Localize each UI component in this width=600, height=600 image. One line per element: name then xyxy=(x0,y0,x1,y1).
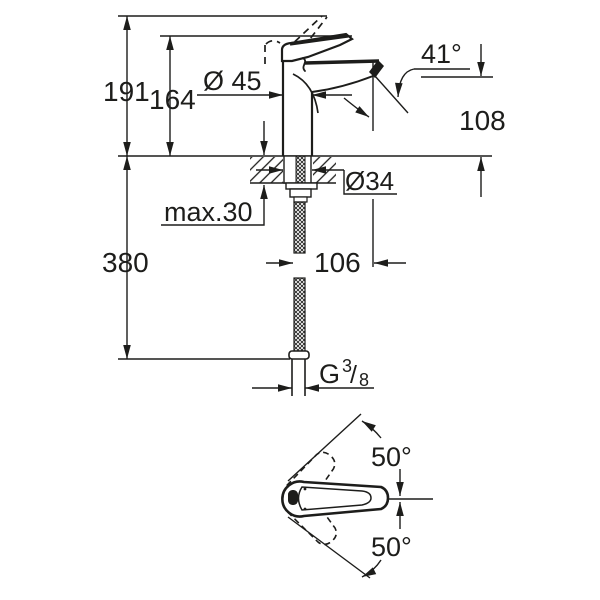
dim-g38-denominator: 8 xyxy=(359,370,369,390)
handle-raised-dashed-outline xyxy=(264,15,328,66)
hose-lower-segment xyxy=(293,277,306,352)
dim-108-label: 108 xyxy=(459,105,506,136)
dim-106-label: 106 xyxy=(314,247,361,278)
dim-164-label: 164 xyxy=(149,84,196,115)
hose-connector-step xyxy=(293,196,308,203)
handle-plan-inner-line xyxy=(297,486,372,511)
dim-max30-leader xyxy=(161,185,268,226)
handle-dot-bottom xyxy=(303,507,307,511)
top-view-labels: 50° 50° xyxy=(371,442,412,562)
spout-swing-arc xyxy=(343,97,370,118)
swing-angle-arcs xyxy=(361,420,404,578)
spout-top-edge xyxy=(304,59,380,65)
dim-191-label: 191 xyxy=(103,76,150,107)
dim-g38-numerator: 3 xyxy=(342,356,352,376)
dim-41-label: 41° xyxy=(421,39,462,69)
dim-g38-slash: / xyxy=(350,361,357,389)
swing-lower-label: 50° xyxy=(371,532,412,562)
handle-dot-top xyxy=(303,487,307,491)
arc-lower-to-leg xyxy=(361,559,382,578)
aerator-tip xyxy=(369,60,384,78)
aerator-flow-line xyxy=(374,75,409,114)
dim-d45-label: Ø 45 xyxy=(203,66,262,96)
cartridge-neck-curve xyxy=(302,57,307,72)
swing-leg-lower xyxy=(287,516,371,579)
deck-section xyxy=(250,155,336,203)
hose-upper-segment xyxy=(293,201,306,254)
dim-max30-label: max.30 xyxy=(164,197,253,227)
hose-end-fitting xyxy=(288,350,310,360)
handle-plan-view xyxy=(281,480,390,518)
mounting-nut xyxy=(289,188,312,198)
dim-380-label: 380 xyxy=(102,247,149,278)
dim-d34-label: Ø34 xyxy=(345,166,394,196)
dim-d34-leader xyxy=(343,170,397,195)
handle-lever xyxy=(280,32,354,63)
body-internal-curve xyxy=(292,73,319,114)
side-view-labels: 191 164 Ø 45 41° 108 Ø34 max.30 380 106 … xyxy=(102,39,506,390)
dim-g38-label: G 3 / 8 xyxy=(319,356,369,390)
arc-upper-to-leg xyxy=(361,420,382,439)
swing-leg-upper xyxy=(287,413,362,482)
handle-lever-top-edge xyxy=(289,34,349,46)
dimension-lines xyxy=(123,15,485,392)
dim-g38-prefix: G xyxy=(319,359,340,389)
faucet-outline xyxy=(280,32,384,156)
top-view: 50° 50° xyxy=(281,413,433,579)
swing-upper-label: 50° xyxy=(371,442,412,472)
dim-41-leader xyxy=(395,68,415,98)
spout-underside xyxy=(311,75,374,93)
supply-hose xyxy=(288,201,310,396)
side-view: 191 164 Ø 45 41° 108 Ø34 max.30 380 106 … xyxy=(102,15,506,396)
mounting-washer xyxy=(285,182,318,190)
handle-logo-mark xyxy=(288,490,298,505)
